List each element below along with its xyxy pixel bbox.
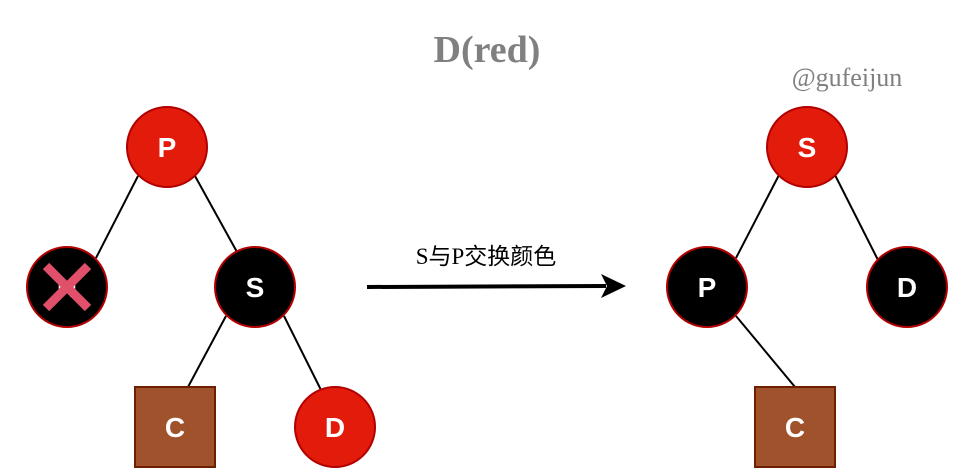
watermark: @gufeijun [792, 63, 903, 92]
after-node-p: P [666, 246, 748, 328]
after-node-d-shape [866, 246, 948, 328]
after-tree: S P D C [666, 106, 948, 468]
arrow-head-icon [601, 274, 626, 298]
after-edge-p-c [735, 315, 796, 388]
before-node-p: P [126, 106, 208, 188]
before-node-s-label: S [246, 272, 265, 303]
before-node-c-label: C [165, 412, 185, 443]
after-node-c: C [754, 386, 836, 468]
before-edge-p-s [194, 175, 238, 253]
before-node-d: D [294, 386, 376, 468]
after-node-d: D [866, 246, 948, 328]
after-node-c-label: C [785, 412, 805, 443]
after-node-c-shape [754, 386, 836, 468]
after-node-s: S [766, 106, 848, 188]
before-node-p-shape [126, 106, 208, 188]
before-edge-s-d [283, 315, 322, 391]
arrow-shaft [366, 284, 607, 289]
before-node-c-shape [134, 386, 216, 468]
before-node-n: N [26, 246, 108, 328]
after-node-p-shape [666, 246, 748, 328]
after-node-d-label: D [897, 272, 917, 303]
before-edge-p-n [95, 175, 139, 259]
transition-caption: S与P交换颜色 [416, 244, 557, 269]
transition-arrow: S与P交换颜色 [366, 244, 626, 298]
before-node-s: S [214, 246, 296, 328]
before-node-d-shape [294, 386, 376, 468]
diagram-title: D(red) [434, 29, 541, 71]
before-node-d-label: D [325, 412, 345, 443]
delete-cross-icon [42, 262, 92, 312]
before-node-p-label: P [158, 132, 177, 163]
before-edge-s-c [187, 315, 227, 388]
before-node-s-shape [214, 246, 296, 328]
after-node-s-label: S [798, 132, 817, 163]
after-edge-s-d [834, 174, 880, 263]
after-node-p-label: P [698, 272, 717, 303]
before-node-c: C [134, 386, 216, 468]
before-tree: P N S C D [26, 106, 376, 468]
after-node-s-shape [766, 106, 848, 188]
after-edge-s-p [735, 174, 780, 259]
